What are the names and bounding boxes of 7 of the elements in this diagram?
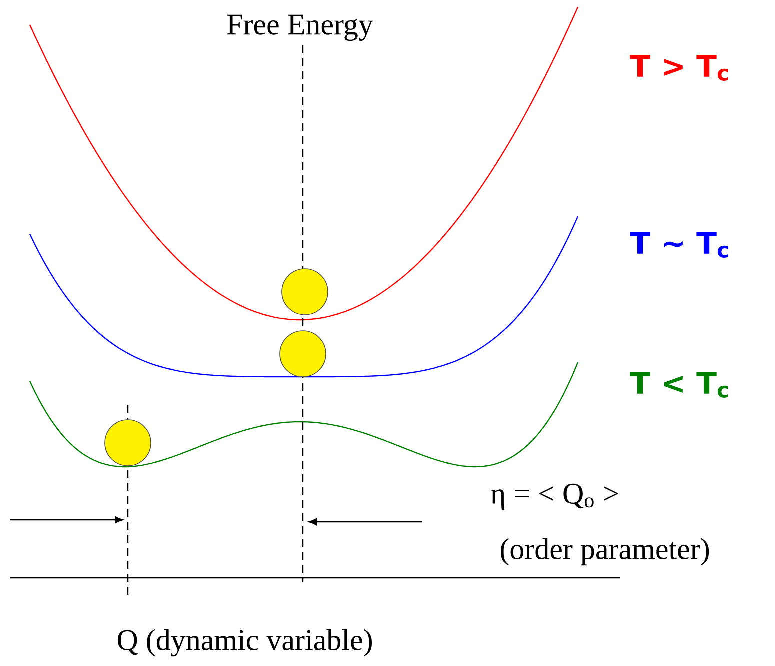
order-parameter-label: η = < Q$_{o}$ >	[490, 484, 618, 510]
order-parameter-label: (order parameter)	[500, 538, 710, 566]
temperature-label: T ~ T$_{c}$	[630, 232, 728, 258]
temperature-label: T > T$_{c}$	[630, 55, 728, 81]
axis-label: Q (dynamic variable)	[118, 629, 372, 657]
axis-label: Free Energy	[227, 14, 374, 42]
temperature-label: T < T$_{c}$	[630, 372, 728, 398]
